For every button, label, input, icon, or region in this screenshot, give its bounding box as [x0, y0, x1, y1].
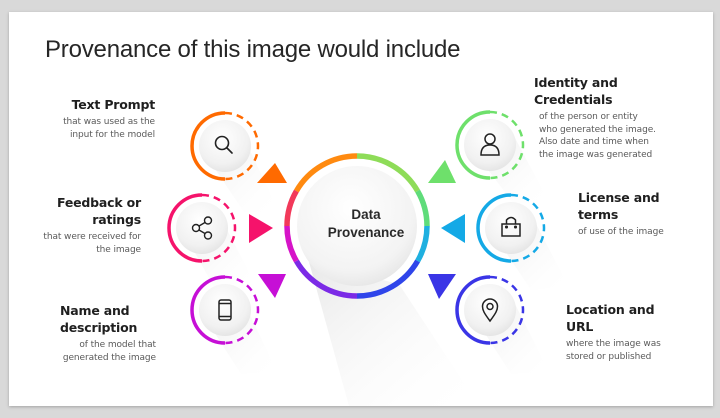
label-heading: Location and URL — [566, 301, 670, 335]
label-subtext: of the model that generated the image — [62, 340, 156, 363]
label-heading-line1: Location and — [566, 302, 655, 317]
label-heading: Identity and Credentials — [534, 74, 656, 108]
provenance-diagram — [167, 110, 569, 406]
node-feedback — [167, 193, 237, 263]
label-feedback: Feedback or ratings that were received f… — [39, 194, 141, 256]
center-label-line2: Provenance — [327, 225, 405, 240]
share-icon — [191, 216, 213, 240]
label-heading-line2: terms — [578, 207, 619, 222]
label-text-prompt: Text Prompt that was used as the input f… — [39, 96, 155, 141]
location-pin-icon — [481, 298, 499, 323]
label-heading: Feedback or ratings — [39, 194, 141, 228]
smartphone-icon — [218, 299, 232, 321]
arrow-identity — [428, 160, 456, 183]
label-subtext: that were received for the image — [43, 232, 141, 255]
arrow-feedback — [249, 214, 273, 243]
center-label-line1: Data — [351, 207, 381, 222]
label-heading-line2: Credentials — [534, 92, 613, 107]
search-icon — [214, 135, 233, 154]
center-label: Data Provenance — [311, 206, 421, 242]
label-subtext: that was used as the input for the model — [63, 117, 155, 140]
user-icon — [480, 133, 500, 156]
label-license: License and terms of use of the image — [578, 189, 678, 239]
arrow-text-prompt — [257, 163, 287, 183]
shopping-bag-icon — [501, 216, 521, 237]
label-heading-line1: Identity and — [534, 75, 618, 90]
label-heading: Text Prompt — [71, 97, 156, 112]
center-disc — [297, 166, 417, 286]
label-location: Location and URL where the image was sto… — [566, 301, 670, 363]
arrow-license — [441, 214, 465, 243]
label-heading-line2: ratings — [92, 212, 141, 227]
label-heading: Name and description — [60, 302, 156, 336]
label-identity: Identity and Credentials of the person o… — [534, 74, 656, 161]
node-name-description — [190, 275, 260, 345]
arrow-name-description — [258, 274, 286, 298]
label-heading-line1: Name and — [60, 303, 130, 318]
label-name-description: Name and description of the model that g… — [60, 302, 156, 364]
label-subtext: of use of the image — [578, 227, 664, 237]
label-heading-line2: URL — [566, 319, 594, 334]
label-heading-line1: Feedback or — [57, 195, 141, 210]
node-license — [476, 193, 546, 263]
center-ring — [284, 153, 430, 299]
label-heading-line2: description — [60, 320, 138, 335]
slide-title: Provenance of this image would include — [45, 36, 461, 63]
label-subtext: where the image was stored or published — [566, 339, 661, 362]
arrow-location — [428, 274, 456, 299]
label-subtext: of the person or entity who generated th… — [539, 112, 656, 160]
label-heading-line1: License and — [578, 190, 660, 205]
node-text-prompt — [190, 111, 260, 181]
label-heading: License and terms — [578, 189, 678, 223]
slide: Provenance of this image would include — [9, 12, 713, 406]
